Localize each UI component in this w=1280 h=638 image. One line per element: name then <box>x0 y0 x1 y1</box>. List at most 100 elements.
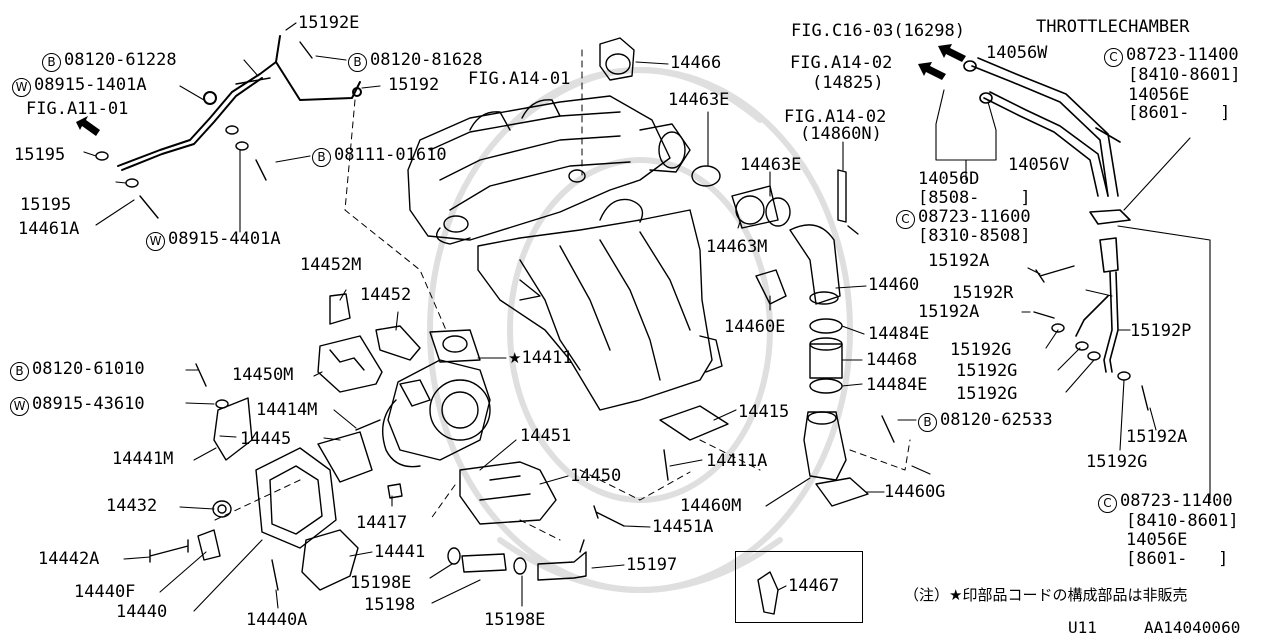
part-14442A: 14442A <box>38 549 100 569</box>
intake-manifold <box>407 95 691 245</box>
part-15197: 15197 <box>626 555 678 575</box>
date-8601-a: [8601- ] <box>1128 103 1231 123</box>
part-14445: 14445 <box>240 429 292 449</box>
part-14056W: 14056W <box>986 43 1048 63</box>
part-14056E-b: 14056E <box>1126 530 1188 550</box>
part-14056D: 14056D <box>918 169 980 189</box>
part-14440: 14440 <box>116 602 168 622</box>
exhaust-elbow <box>197 431 403 561</box>
part-15198E-b: 15198E <box>484 610 546 630</box>
part-14450: 14450 <box>570 466 622 486</box>
part-15198: 15198 <box>364 595 416 615</box>
date-8410-8601-b: [8410-8601] <box>1126 511 1239 531</box>
ref-fig-a14-02-b-code: (14860N) <box>800 124 882 144</box>
bolt-marker-b: B <box>10 362 29 381</box>
washer-marker-w: W <box>12 78 31 97</box>
watermark <box>427 67 853 593</box>
date-8508: [8508- ] <box>918 188 1031 208</box>
part-14484E-a: 14484E <box>868 324 930 344</box>
part-14463E-b: 14463E <box>740 155 802 175</box>
ref-fig-c16-03: FIG.C16-03(16298) <box>791 21 965 41</box>
washer-marker-w: W <box>146 232 165 251</box>
part-14056V: 14056V <box>1008 155 1070 175</box>
sensor-14466 <box>599 37 635 81</box>
heat-shields <box>213 293 557 591</box>
turbocharger <box>382 329 491 468</box>
water-pipe-right <box>1075 237 1119 373</box>
part-15192A-b: 15192A <box>918 302 980 322</box>
part-15192G-b: 15192G <box>956 361 1018 381</box>
non-sale-star: ★ <box>508 349 522 367</box>
part-14466: 14466 <box>670 53 722 73</box>
throttle-chamber-title: THROTTLECHAMBER <box>1036 17 1190 37</box>
part-14441M: 14441M <box>112 449 174 469</box>
bolt-marker-b: B <box>918 413 937 432</box>
part-14451A: 14451A <box>652 517 714 537</box>
arrows <box>76 44 966 136</box>
part-14414M: 14414M <box>256 400 318 420</box>
oil-feed-pipe <box>117 35 362 171</box>
part-15192P: 15192P <box>1130 321 1192 341</box>
date-8310-8508: [8310-8508] <box>918 226 1031 246</box>
part-14451: 14451 <box>520 426 572 446</box>
bolt-marker-b: B <box>312 148 331 167</box>
part-14460G: 14460G <box>884 482 946 502</box>
bolt-marker-b: B <box>348 53 367 72</box>
part-14484E-b: 14484E <box>866 375 928 395</box>
footer-diagram-code: AA14040060 <box>1144 618 1241 637</box>
part-14463E-a: 14463E <box>668 90 730 110</box>
bolts <box>139 41 1149 591</box>
part-15192G-c: 15192G <box>956 384 1018 404</box>
non-sale-note: （注）★印部品コードの構成部品は非販売 <box>904 586 1188 604</box>
part-15192A-c: 15192A <box>1126 427 1188 447</box>
part-14450M: 14450M <box>232 365 294 385</box>
ref-fig-a14-01: FIG.A14-01 <box>468 69 571 89</box>
part-15192G-d: 15192G <box>1086 452 1148 472</box>
part-14460M: 14460M <box>680 496 742 516</box>
part-15192A-a: 15192A <box>928 251 990 271</box>
part-15198E-a: 15198E <box>350 573 412 593</box>
clip-marker-c: C <box>896 210 915 229</box>
part-14463M: 14463M <box>706 237 768 257</box>
ref-fig-a11-01: FIG.A11-01 <box>26 99 129 119</box>
leader-lines <box>83 22 1211 612</box>
part-15195-b: 15195 <box>20 195 72 215</box>
part-14441: 14441 <box>374 542 426 562</box>
clip-marker-c: C <box>1098 494 1117 513</box>
ref-fig-a14-02-b: FIG.A14-02 <box>784 107 887 127</box>
part-15192E: 15192E <box>298 13 360 33</box>
part-15192R: 15192R <box>952 283 1014 303</box>
part-14468: 14468 <box>866 350 918 370</box>
part-15192: 15192 <box>388 75 440 95</box>
part-14417: 14417 <box>356 513 408 533</box>
part-14440F: 14440F <box>74 582 136 602</box>
ref-fig-a14-02-a: FIG.A14-02 <box>790 53 893 73</box>
part-14432: 14432 <box>106 496 158 516</box>
part-14056E-a: 14056E <box>1128 85 1190 105</box>
engine-block <box>477 198 723 411</box>
part-14467: 14467 <box>788 576 840 596</box>
gasket-14415 <box>659 405 729 441</box>
part-14467 <box>757 571 779 615</box>
clip-marker-c: C <box>1104 48 1123 67</box>
date-8601-b: [8601- ] <box>1126 549 1229 569</box>
part-14460: 14460 <box>868 275 920 295</box>
part-14452: 14452 <box>360 285 412 305</box>
part-15192G-a: 15192G <box>950 340 1012 360</box>
part-14460E: 14460E <box>724 317 786 337</box>
part-14440A: 14440A <box>246 610 308 630</box>
part-15195-a: 15195 <box>14 145 66 165</box>
part-14461A: 14461A <box>18 219 80 239</box>
intake-hoses <box>691 165 869 507</box>
